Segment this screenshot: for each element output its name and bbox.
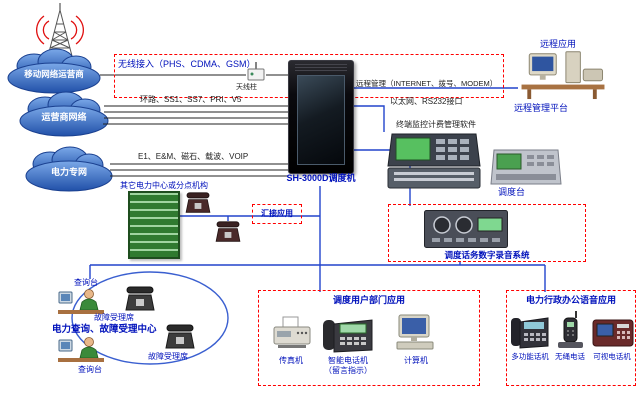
recording-system-label: 调度话务数字录音系统 [444, 250, 530, 260]
terminal-software-label: 终端监控计费管理软件 [396, 120, 476, 129]
recording-zone-box [388, 204, 586, 262]
tandem-app-label: 汇接应用 [261, 209, 293, 218]
remote-platform-label: 远程管理平台 [514, 103, 569, 113]
cloud-power-label: 电力专网 [50, 167, 87, 177]
admin-title-label: 电力行政办公语音应用 [525, 295, 616, 305]
radio-tower-icon [35, 3, 85, 57]
video-phone-label: 可视电话机 [593, 352, 631, 361]
smart-phone-label: 智能电话机 [328, 356, 368, 365]
fault-desk-phone-icon [164, 324, 196, 350]
wireless-access-label: 无线接入（PHS、CDMA、GSM） [118, 59, 256, 69]
cloud-carrier-network [19, 91, 109, 137]
remote-mgmt-label: 远程管理（INTERNET、拨号、MODEM） [356, 79, 498, 88]
cloud-mobile-label: 移动网络运营商 [24, 69, 84, 79]
tandem-zone-box [252, 204, 302, 224]
tandem-phone-icon [214, 221, 242, 243]
dispatch-switch-rack-icon [288, 60, 354, 174]
multi-function-phone-icon [510, 314, 550, 350]
video-phone-icon [592, 314, 634, 350]
computer-label: 计算机 [404, 356, 428, 365]
query-center-label: 电力查询、故障受理中心 [52, 324, 157, 335]
dispatch-console-icon [386, 132, 482, 192]
cloud-power-network [25, 146, 113, 192]
tandem-phone-icon [184, 192, 212, 214]
cordless-phone-label: 无绳电话 [555, 352, 585, 361]
telecom-lines [100, 74, 288, 177]
cloud-carrier-label: 运营商网络 [41, 112, 87, 122]
trunk-lines-label: 环路、SS1、SS7、PRI、V5 [140, 95, 242, 104]
cloud-mobile-network [7, 48, 101, 94]
remote-app-label: 远程应用 [540, 39, 577, 49]
smart-phone-note-label: （留言指示） [324, 366, 372, 375]
query-operator-icon [58, 334, 104, 364]
query-operator-icon [58, 286, 104, 316]
query-desk-label: 查询台 [78, 365, 102, 374]
cordless-phone-icon [554, 310, 586, 350]
system-lines [89, 87, 546, 292]
dept-title-label: 调度用户部门应用 [332, 295, 405, 305]
rack-vent [295, 64, 347, 72]
ethernet-label: 以太网、RS232接口 [390, 97, 463, 106]
multi-phone-label: 多功能话机 [511, 352, 549, 361]
operator-console-icon [490, 148, 562, 186]
fax-label: 传真机 [279, 356, 303, 365]
antenna-pole-label: 天线柱 [236, 84, 257, 91]
power-lines-label: E1、E&M、磁石、载波、VOIP [138, 152, 249, 161]
dispatch-console-label: 调度台 [498, 187, 526, 197]
pbx-cabinet-icon [128, 191, 180, 259]
switch-name-label: SH-3000D调度机 [286, 173, 356, 183]
fault-desk-label: 故障受理席 [94, 313, 134, 322]
rack-door [297, 75, 345, 165]
remote-workstation-icon [520, 46, 606, 100]
fault-desk-label: 故障受理席 [148, 352, 188, 361]
antenna-unit-icon [246, 62, 266, 82]
radio-waves-icon [35, 15, 85, 45]
other-centers-label: 其它电力中心或分点机构 [120, 181, 208, 190]
dept-zone-box [258, 290, 480, 386]
admin-zone-box [506, 290, 636, 386]
computer-icon [394, 314, 438, 354]
voice-recorder-icon [424, 210, 508, 248]
smart-phone-icon [322, 312, 374, 354]
fault-desk-phone-icon [124, 286, 156, 312]
fault-center-ellipse [71, 271, 229, 365]
query-desk-label: 查询台 [74, 278, 98, 287]
fax-machine-icon [272, 314, 312, 352]
